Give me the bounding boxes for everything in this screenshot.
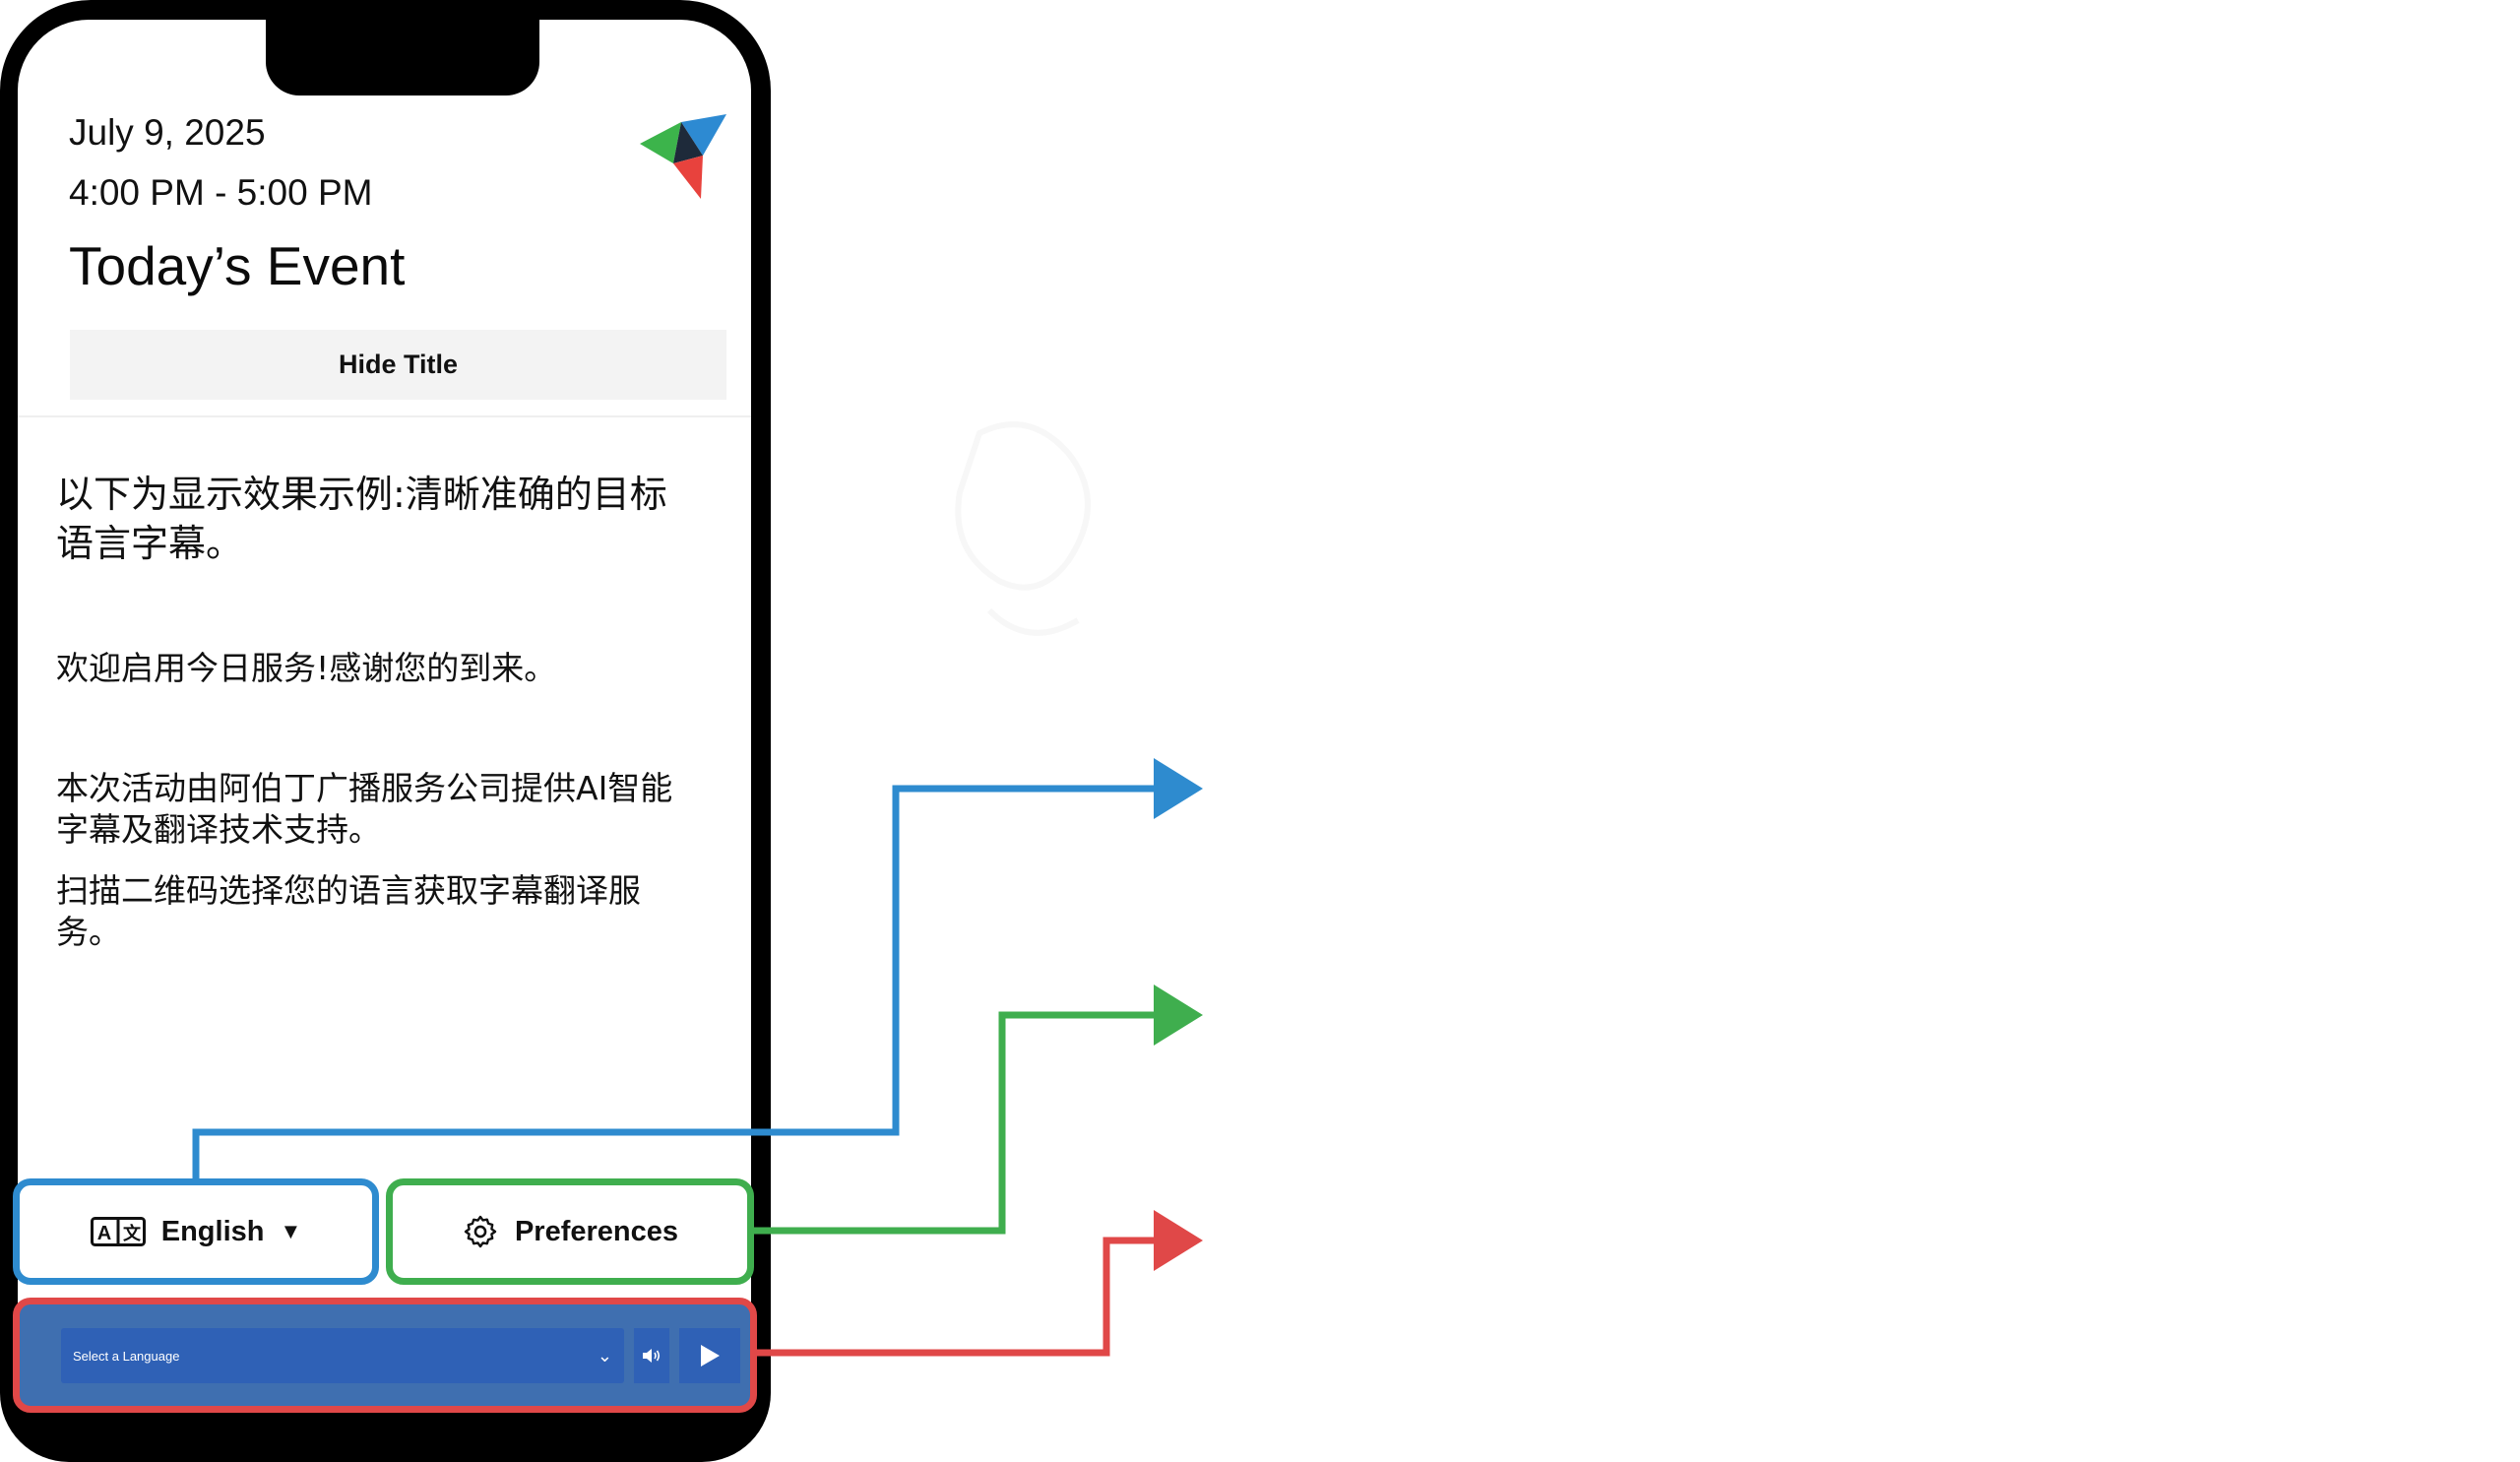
event-date: July 9, 2025 (69, 112, 266, 153)
player-select-placeholder: Select a Language (73, 1348, 180, 1364)
red-arrowhead-icon (1154, 1210, 1203, 1271)
translate-icon: A 文 (90, 1217, 146, 1246)
hide-title-button[interactable]: Hide Title (70, 330, 726, 400)
header-divider (18, 415, 751, 417)
preferences-label: Preferences (514, 1215, 679, 1247)
chevron-down-icon: ⌄ (597, 1345, 612, 1366)
play-icon (701, 1345, 720, 1367)
language-label: English (160, 1215, 265, 1247)
gear-icon (464, 1215, 497, 1248)
play-button[interactable] (679, 1328, 740, 1383)
green-arrowhead-icon (1154, 985, 1203, 1046)
event-time: 4:00 PM - 5:00 PM (69, 172, 373, 213)
decorative-illustration-icon (955, 421, 1091, 636)
caption-line: 扫描二维码选择您的语言获取字幕翻译服务。 (56, 871, 641, 951)
audio-player: Select a Language ⌄ (13, 1298, 757, 1413)
svg-text:文: 文 (123, 1223, 142, 1244)
phone-notch (266, 20, 539, 95)
blue-arrowhead-icon (1154, 758, 1203, 819)
volume-button[interactable] (634, 1328, 669, 1383)
caret-down-icon: ▼ (280, 1219, 302, 1243)
svg-text:A: A (97, 1223, 111, 1244)
caption-line: 欢迎启用今日服务!感谢您的到来。 (56, 649, 557, 687)
language-select-button[interactable]: A 文 English ▼ (13, 1178, 379, 1285)
event-title: Today’s Event (69, 235, 406, 296)
player-language-select[interactable]: Select a Language ⌄ (61, 1328, 624, 1383)
preferences-button[interactable]: Preferences (386, 1178, 754, 1285)
red-connector-line (757, 1237, 1166, 1357)
brand-logo-icon (640, 114, 726, 199)
caption-line: 本次活动由阿伯丁广播服务公司提供AI智能字幕及翻译技术支持。 (56, 769, 673, 849)
green-connector-line (754, 1011, 1166, 1235)
caption-line: 以下为显示效果示例:清晰准确的目标语言字幕。 (56, 473, 667, 566)
volume-icon (643, 1349, 661, 1363)
